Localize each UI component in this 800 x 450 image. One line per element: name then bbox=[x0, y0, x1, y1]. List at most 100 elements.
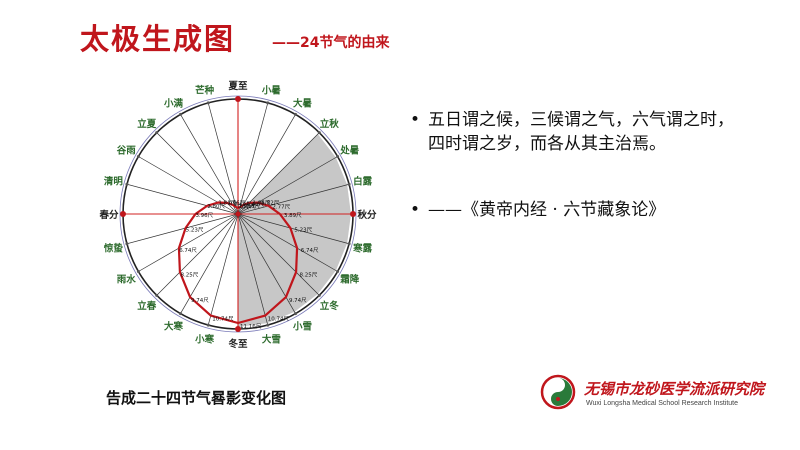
solar-term-label: 立夏 bbox=[137, 118, 157, 130]
shadow-value-label: 2.77尺 bbox=[272, 203, 290, 210]
bullet-marker: • bbox=[410, 110, 421, 130]
term-marker bbox=[155, 131, 159, 135]
quote-item: • ——《黄帝内经 · 六节藏象论》 bbox=[410, 198, 750, 222]
spoke-line bbox=[156, 213, 239, 296]
shadow-value-label: 9.74尺 bbox=[191, 297, 209, 304]
shadow-length-curve bbox=[177, 201, 299, 325]
shadow-value-label: 0尺 bbox=[240, 204, 249, 211]
logo-name-cn: 无锡市龙砂医学流派研究院 bbox=[584, 380, 765, 398]
spoke-line bbox=[237, 213, 338, 272]
shadow-value-label: 0.49尺 bbox=[246, 201, 264, 208]
solar-term-label: 立春 bbox=[137, 300, 157, 312]
shadow-value-label: 11.16尺 bbox=[240, 323, 262, 330]
term-marker bbox=[347, 182, 351, 186]
shadow-value-label: 8.25尺 bbox=[181, 271, 199, 278]
term-marker bbox=[347, 242, 351, 246]
shadow-value-label: 1.06尺 bbox=[253, 199, 271, 206]
solar-term-label: 雨水 bbox=[117, 274, 137, 286]
shadow-value-label: 6.74尺 bbox=[179, 247, 197, 254]
term-marker bbox=[136, 270, 140, 273]
shadow-value-label: 3.96尺 bbox=[195, 212, 213, 219]
term-marker bbox=[294, 112, 297, 116]
page-title: 太极生成图 bbox=[80, 22, 236, 56]
spoke-line bbox=[237, 183, 350, 215]
solar-term-label: 小寒 bbox=[194, 334, 215, 346]
solar-term-label: 冬至 bbox=[228, 338, 248, 350]
solar-term-label: 处暑 bbox=[339, 145, 360, 157]
spoke-line bbox=[156, 132, 239, 215]
solar-term-label: 谷雨 bbox=[117, 145, 137, 157]
shadow-value-label: 8.25尺 bbox=[299, 271, 317, 278]
solar-term-label: 秋分 bbox=[356, 209, 377, 221]
solar-term-label: 大雪 bbox=[262, 334, 281, 346]
term-marker bbox=[125, 182, 129, 186]
shadow-value-label: 3.89尺 bbox=[284, 212, 302, 219]
term-marker bbox=[206, 101, 210, 105]
institute-logo: 无锡市龙砂医学流派研究院 Wuxi Longsha Medical School… bbox=[540, 374, 770, 414]
term-marker bbox=[336, 270, 340, 273]
term-marker bbox=[136, 155, 140, 158]
solar-term-label: 大寒 bbox=[164, 321, 184, 333]
spoke-line bbox=[237, 156, 338, 215]
spoke-line bbox=[207, 102, 239, 215]
term-marker bbox=[266, 323, 270, 327]
spoke-line bbox=[126, 183, 239, 215]
shadow-value-label: 1.82尺 bbox=[261, 200, 279, 207]
shadow-value-label: 0.12尺 bbox=[238, 203, 256, 210]
spoke-line bbox=[138, 156, 239, 215]
solar-term-label: 霜降 bbox=[339, 274, 360, 286]
spoke-line bbox=[180, 114, 239, 215]
shadow-value-label: 2.80尺 bbox=[207, 203, 225, 210]
shadow-value-label: 0.49尺 bbox=[234, 201, 252, 208]
term-marker bbox=[155, 293, 159, 297]
bullet-marker: • bbox=[410, 200, 421, 220]
shadow-value-label: 6.74尺 bbox=[301, 247, 319, 254]
term-marker bbox=[235, 326, 241, 332]
shadow-value-label: 10.74尺 bbox=[268, 315, 290, 322]
quote-text: 五日谓之候，三候谓之气，六气谓之时，四时谓之岁，而各从其主治焉。 bbox=[428, 110, 734, 154]
solar-term-label: 白露 bbox=[353, 176, 373, 188]
term-marker bbox=[336, 155, 340, 158]
solar-term-label: 春分 bbox=[98, 209, 119, 221]
solar-term-label: 立秋 bbox=[320, 118, 340, 130]
solar-term-label: 惊蛰 bbox=[104, 242, 124, 254]
spoke-line bbox=[207, 213, 239, 326]
quote-source: ——《黄帝内经 · 六节藏象论》 bbox=[428, 200, 666, 220]
term-marker bbox=[125, 242, 129, 246]
spoke-line bbox=[237, 213, 350, 245]
quote-item: • 五日谓之候，三候谓之气，六气谓之时，四时谓之岁，而各从其主治焉。 bbox=[410, 108, 750, 156]
term-marker bbox=[317, 131, 321, 135]
term-marker bbox=[235, 96, 241, 102]
solar-term-label: 小雪 bbox=[292, 321, 312, 333]
term-marker bbox=[266, 101, 270, 105]
solar-term-label: 芒种 bbox=[195, 84, 215, 96]
term-marker bbox=[179, 312, 182, 316]
shadow-value-label: 10.74尺 bbox=[212, 315, 234, 322]
shadow-value-label: 5.23尺 bbox=[294, 227, 312, 234]
solar-term-label: 清明 bbox=[104, 176, 124, 188]
term-marker bbox=[350, 211, 356, 217]
term-marker bbox=[179, 112, 182, 116]
spoke-line bbox=[237, 132, 320, 215]
solar-term-label: 大暑 bbox=[293, 97, 313, 109]
spoke-line bbox=[237, 213, 269, 326]
diagram-caption: 告成二十四节气晷影变化图 bbox=[106, 389, 287, 407]
logo-name-en: Wuxi Longsha Medical School Research Ins… bbox=[586, 400, 739, 407]
center-point bbox=[235, 211, 241, 217]
shadow-value-label: 0.13尺 bbox=[242, 203, 260, 210]
solar-term-label: 小暑 bbox=[261, 84, 282, 96]
spoke-line bbox=[138, 213, 239, 272]
quote-list: • 五日谓之候，三候谓之气，六气谓之时，四时谓之岁，而各从其主治焉。 • ——《… bbox=[410, 108, 750, 222]
page-subtitle: ——24节气的由来 bbox=[272, 35, 390, 51]
shadow-value-label: 9.74尺 bbox=[289, 297, 307, 304]
solar-term-shadow-diagram: 夏至 小暑大暑立秋处暑白露秋分寒露霜降立冬小雪大雪 冬至 小寒大寒立春 雨水 惊蛰 春分 清明… bbox=[80, 72, 390, 372]
solar-term-label: 夏至 bbox=[227, 81, 248, 92]
shadow-value-label: 1.06尺 bbox=[227, 199, 245, 206]
spoke-line bbox=[237, 213, 320, 296]
term-marker bbox=[294, 312, 297, 316]
solar-term-label: 立冬 bbox=[320, 300, 340, 312]
solar-term-label: 寒露 bbox=[352, 242, 373, 254]
shadow-value-label: 1.84尺 bbox=[218, 200, 236, 207]
spoke-line bbox=[237, 114, 296, 215]
